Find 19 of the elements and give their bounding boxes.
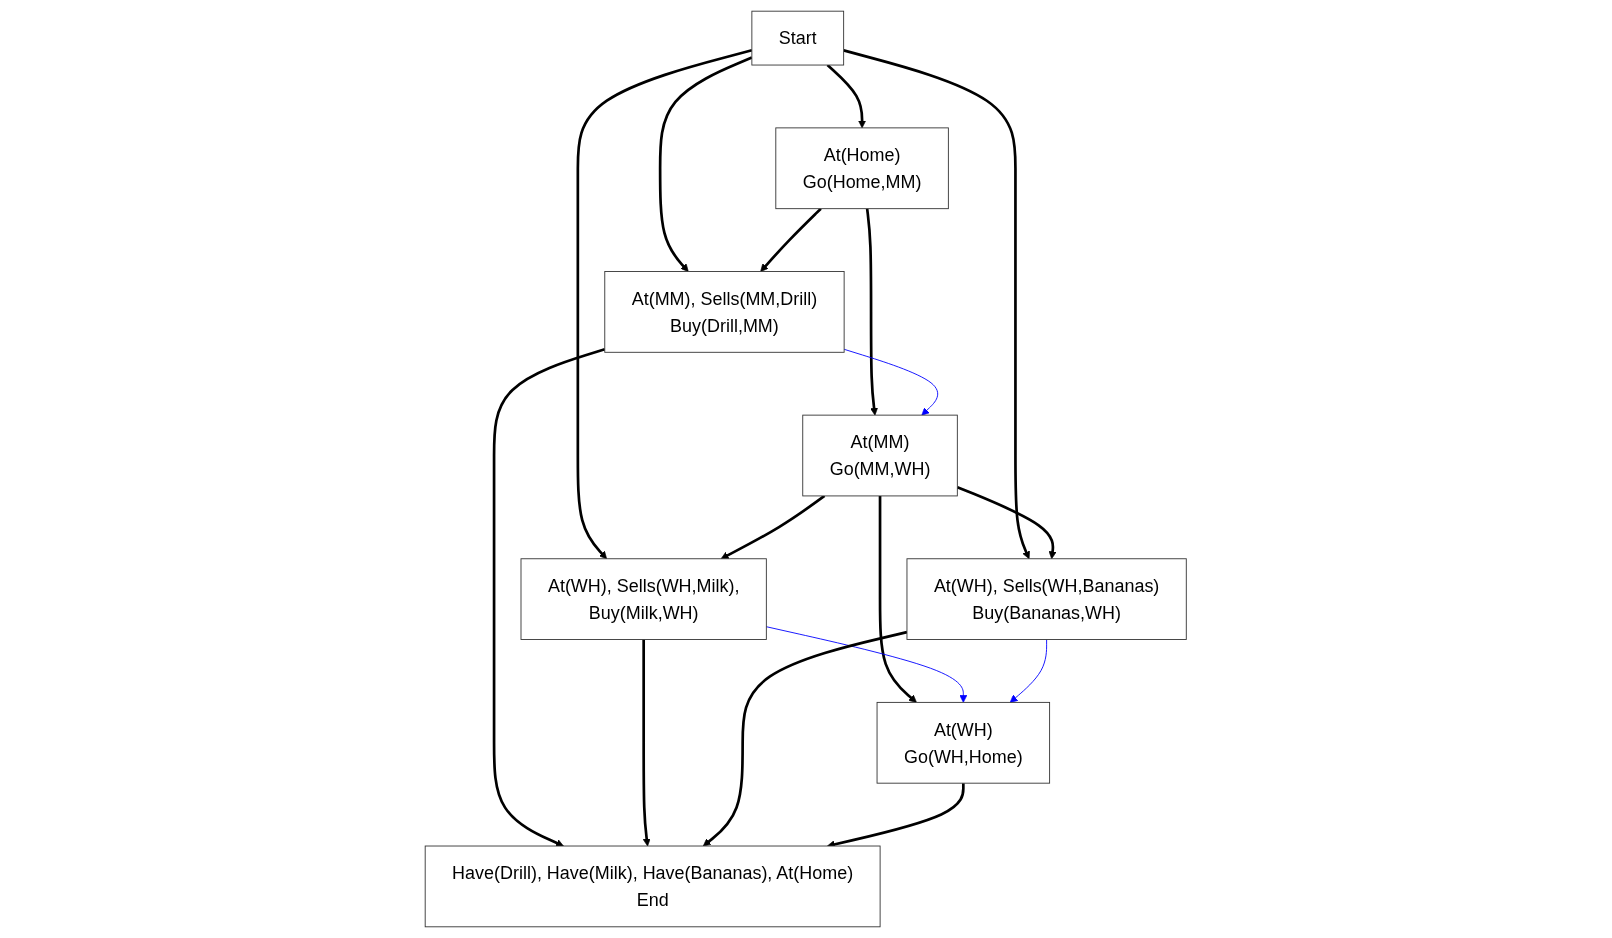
node-box: Start — [751, 10, 845, 66]
node-box: At(MM), Sells(MM,Drill) Buy(Drill,MM) — [604, 271, 845, 353]
node-box: At(WH) Go(WH,Home) — [876, 701, 1051, 784]
arrow — [721, 494, 826, 560]
arrow — [703, 630, 908, 847]
arrow — [576, 49, 753, 560]
arrow — [826, 64, 867, 129]
arrow — [493, 347, 606, 847]
arrow — [878, 495, 918, 703]
node-box: At(WH), Sells(WH,Bananas) Buy(Bananas,WH) — [906, 558, 1187, 640]
node-box: At(Home) Go(Home,MM) — [775, 127, 950, 210]
arrow — [659, 56, 753, 272]
node-box: At(MM) Go(MM,WH) — [802, 414, 959, 497]
arrow — [866, 208, 879, 416]
node-box: At(WH), Sells(WH,Milk), Buy(Milk,WH) — [520, 558, 768, 640]
arrow — [957, 485, 1057, 560]
node-box: Have(Drill), Have(Milk), Have(Bananas), At(Home) End — [425, 845, 881, 928]
arrow — [642, 639, 651, 847]
arrow — [760, 207, 823, 272]
